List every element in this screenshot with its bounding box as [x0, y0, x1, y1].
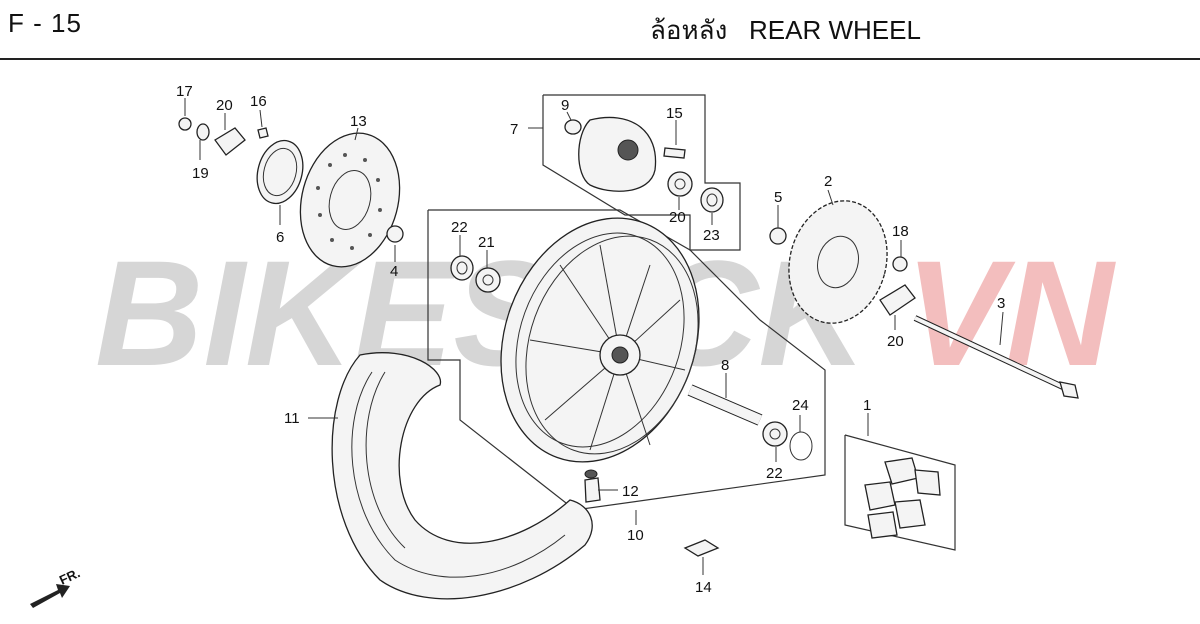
bearing-22-left [475, 267, 501, 293]
title-english: REAR WHEEL [749, 15, 921, 45]
callout-4: 4 [390, 263, 398, 280]
plate-20-left [214, 127, 246, 156]
callout-8: 8 [721, 357, 729, 374]
callout-23-left: 22 [451, 219, 468, 236]
balance-weight [683, 539, 720, 557]
driven-sprocket [788, 200, 888, 324]
callout-13: 13 [350, 113, 367, 130]
callout-14: 14 [695, 579, 712, 596]
collar-4 [386, 225, 404, 243]
callout-19: 19 [192, 165, 209, 182]
callout-22-left: 21 [478, 234, 495, 251]
callouts: 17 20 16 13 19 6 4 7 9 15 20 23 22 21 2 … [176, 83, 1005, 596]
bearing-21 [667, 171, 693, 197]
figure-code: F - 15 [8, 8, 82, 38]
nut-17 [178, 117, 192, 131]
callout-16: 16 [250, 93, 267, 110]
axle [913, 315, 1079, 399]
callout-6: 6 [276, 229, 284, 246]
leader-lines [184, 98, 1004, 575]
callout-7: 7 [510, 121, 518, 138]
collar-5 [769, 227, 787, 245]
wheel-rim [500, 217, 700, 463]
callout-17: 17 [176, 83, 193, 100]
callout-12: 12 [622, 483, 639, 500]
callout-2: 2 [824, 173, 832, 190]
collar-9 [564, 119, 582, 135]
callout-10: 10 [627, 527, 644, 544]
callout-15: 15 [666, 105, 683, 122]
callout-20-right: 20 [887, 333, 904, 350]
watermark-text-right: VN [905, 229, 1116, 397]
callout-5: 5 [774, 189, 782, 206]
washer-19 [196, 123, 210, 141]
tire [331, 352, 593, 600]
hub-assembly-box [542, 94, 741, 251]
disc-ring [256, 139, 304, 205]
wheel-dampers [864, 457, 941, 539]
callout-3: 3 [997, 295, 1005, 312]
valve-stem [584, 469, 601, 503]
damper-box [844, 434, 956, 551]
callout-24: 24 [792, 397, 809, 414]
sprocket-flange [578, 116, 657, 192]
callout-23-right: 23 [703, 227, 720, 244]
callout-1: 1 [863, 397, 871, 414]
brake-disc [299, 132, 401, 268]
callout-9: 9 [561, 97, 569, 114]
header-divider [0, 58, 1200, 60]
page-title: ล้อหลัง REAR WHEEL [650, 10, 921, 51]
nut-18 [892, 256, 908, 272]
callout-18: 18 [892, 223, 909, 240]
fr-label: FR. [57, 565, 82, 587]
oil-seal-23-right [700, 187, 724, 213]
callout-21: 20 [669, 209, 686, 226]
stud-15 [663, 147, 686, 159]
distance-collar [687, 384, 763, 426]
front-direction-arrow: FR. [30, 565, 82, 608]
o-ring-24 [789, 431, 813, 461]
callout-22-right: 22 [766, 465, 783, 482]
callout-11: 11 [284, 410, 300, 427]
title-thai: ล้อหลัง [650, 15, 728, 45]
callout-20-left: 20 [216, 97, 233, 114]
bolt-16 [257, 127, 269, 139]
plate-20-right [879, 284, 916, 316]
oil-seal-23-left [450, 255, 474, 281]
bearing-22-right [762, 421, 788, 447]
